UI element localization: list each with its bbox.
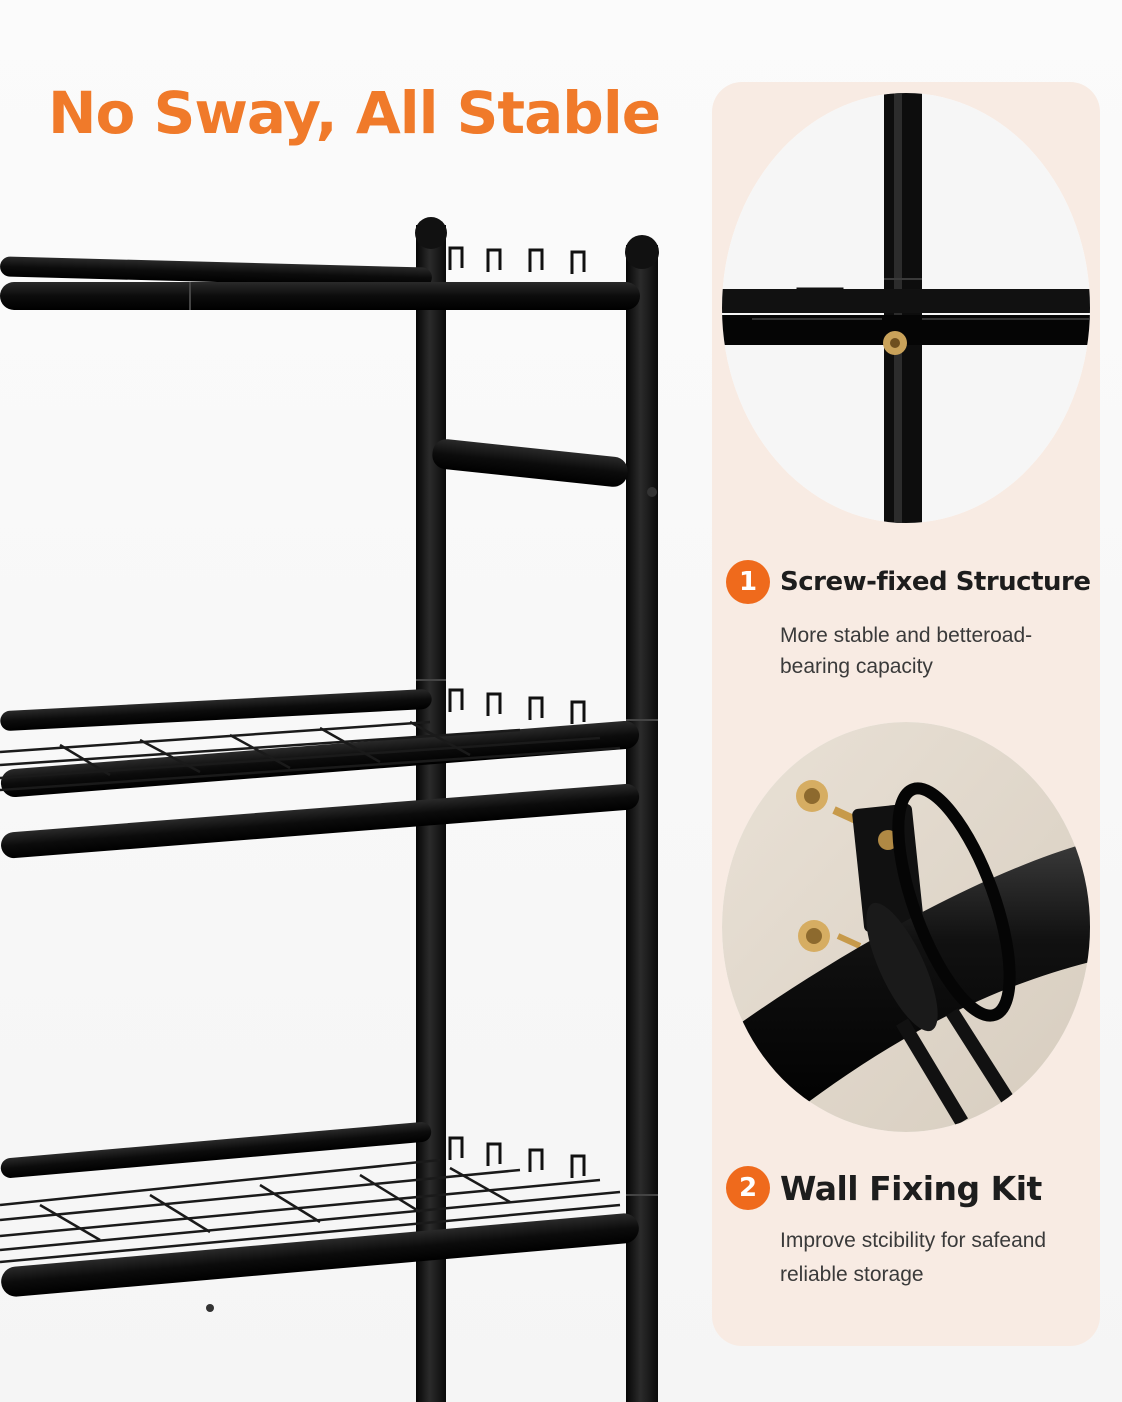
feature-number-badge: 2 — [726, 1166, 770, 1210]
feature-description: Improve stcibility for safeand reliable … — [780, 1229, 1047, 1286]
headline: No Sway, All Stable — [48, 79, 661, 147]
feature-number-badge: 1 — [726, 560, 770, 604]
wall-anchor-closeup — [722, 722, 1090, 1132]
feature-screw-fixed: 1 Screw-fixed Structure More stable and … — [726, 560, 1096, 682]
screw-joint-closeup — [722, 93, 1090, 523]
feature-title: Screw-fixed Structure — [780, 567, 1091, 597]
feature-description: More stable and betteroad-bearing capaci… — [780, 624, 1033, 678]
feature-title: Wall Fixing Kit — [780, 1168, 1042, 1208]
shoe-rack-image — [0, 217, 659, 1402]
feature-wall-fixing: 2 Wall Fixing Kit Improve stcibility for… — [726, 1166, 1096, 1292]
